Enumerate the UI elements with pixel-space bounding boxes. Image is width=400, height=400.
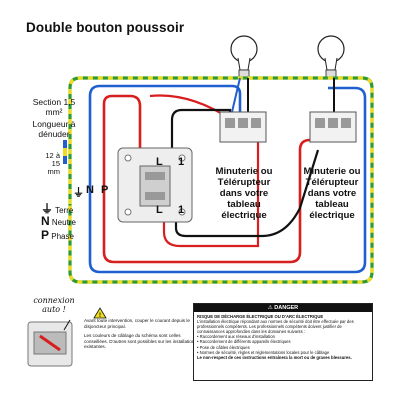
danger-header: ⚠ DANGER: [194, 304, 372, 312]
timer-box-text-right: Minuterie ou Télérupteur dans votre tabl…: [303, 166, 361, 221]
danger-title: RISQUE DE DÉCHARGE ÉLECTRIQUE OU D'ARC É…: [197, 314, 324, 319]
legend-earth-text: Terre: [55, 206, 74, 215]
strip-gauge: [63, 140, 67, 164]
danger-panel: ⚠ DANGER RISQUE DE DÉCHARGE ÉLECTRIQUE O…: [193, 303, 373, 381]
legend-phase-symbol: P: [41, 228, 50, 242]
connexion-auto-label: connexion auto !: [33, 296, 75, 314]
switch-label-l-top: L: [156, 156, 163, 168]
danger-line-3: • Raccordement de différents appareils é…: [197, 339, 291, 345]
double-push-button: [117, 147, 193, 223]
junction-box-left: [219, 111, 267, 143]
earth-icon: ⏚: [41, 202, 54, 216]
warning-line-1: Avant toute intervention, couper le cour…: [84, 318, 190, 329]
earth-wire: [68, 76, 374, 284]
earth-symbol: ⏚: [73, 187, 84, 199]
strip-scale: 12 à 15 mm: [45, 151, 60, 176]
danger-footer: Le non-respect de ces instructions entra…: [197, 354, 352, 360]
strip-length-label: Longueur à dénuder: [32, 119, 76, 139]
phase-symbol: P: [101, 184, 109, 196]
switch-label-l-bottom: L: [156, 204, 163, 216]
legend-phase: P Phase: [41, 228, 74, 242]
connexion-auto-illustration: [27, 319, 73, 367]
legend-phase-text: Phase: [51, 232, 74, 241]
return-wire: [170, 77, 335, 238]
lamp-right: [317, 35, 345, 79]
section-label: Section 1,5 mm²: [32, 97, 76, 117]
danger-line-1: L'installation électrique répondant aux …: [197, 319, 354, 335]
neutral-wire: [88, 84, 367, 274]
warning-text: Avant toute intervention, couper le cour…: [84, 318, 200, 350]
legend-earth: ⏚ Terre: [41, 200, 73, 217]
legend-neutral: N Neutre: [41, 214, 76, 228]
danger-line-4: • Pose de câbles électriques: [197, 344, 250, 350]
warning-line-2: Les couleurs de câblage du schéma sont c…: [84, 333, 197, 350]
timer-box-text-left: Minuterie ou Télérupteur dans votre tabl…: [215, 166, 273, 221]
warning-icon: !: [93, 307, 107, 319]
legend-neutral-text: Neutre: [51, 218, 76, 227]
danger-line-5: • Normes de sécurité, règles et réglemen…: [197, 349, 330, 355]
legend-neutral-symbol: N: [41, 214, 50, 228]
junction-box-right: [309, 111, 357, 143]
neutral-symbol: N: [86, 184, 94, 196]
switch-label-1-top: 1: [178, 156, 185, 168]
danger-line-2: • Raccordement aux réseaux d'installatio…: [197, 334, 275, 340]
page-title: Double bouton poussoir: [26, 20, 185, 35]
svg-text:!: !: [99, 313, 101, 319]
lamp-left: [230, 35, 258, 79]
switch-label-1-bottom: 1: [178, 204, 185, 216]
